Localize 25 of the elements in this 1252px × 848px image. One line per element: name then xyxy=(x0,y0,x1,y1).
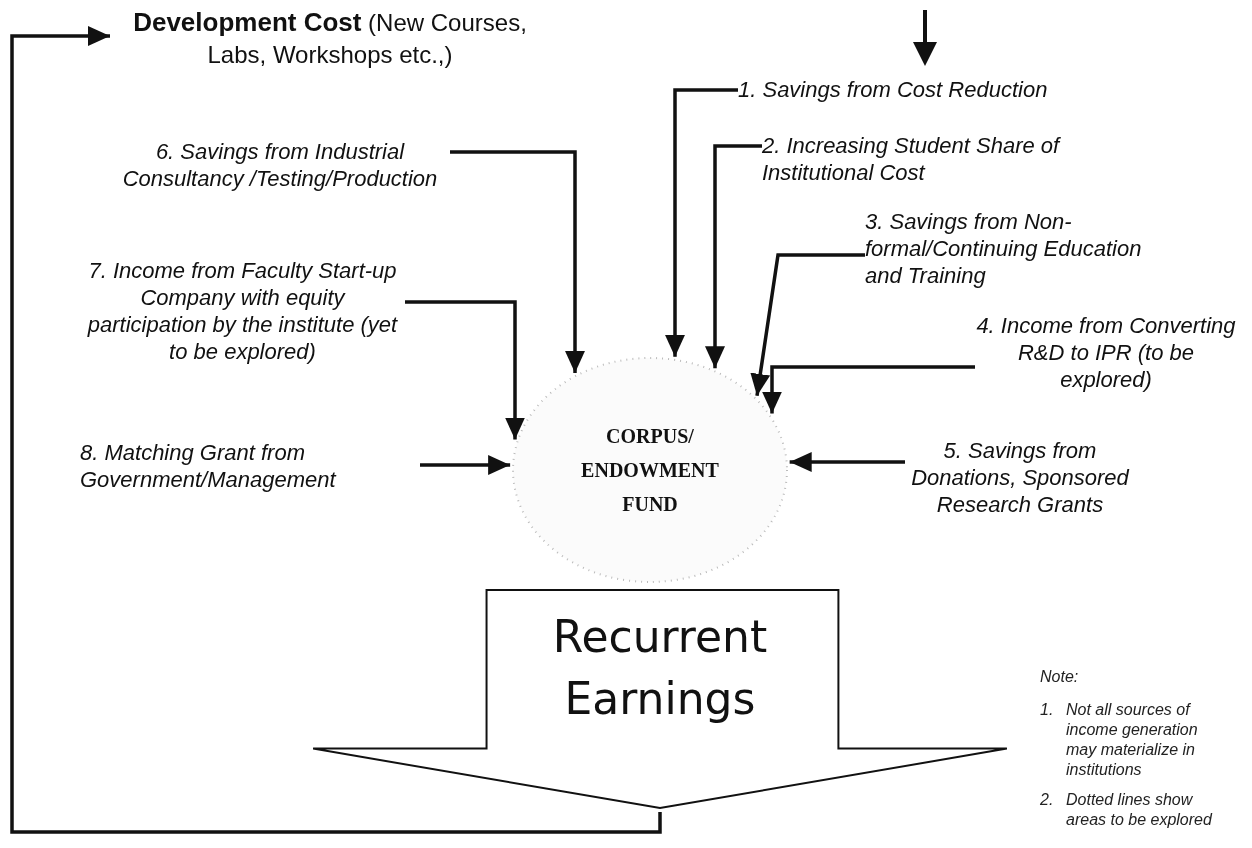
note-text: Dotted lines show areas to be explored xyxy=(1066,790,1214,830)
source-label: 8. Matching Grant from Government/Management xyxy=(80,439,338,493)
arrow xyxy=(789,452,905,472)
arrow xyxy=(665,88,738,357)
note-heading: Note: xyxy=(1040,668,1080,686)
arrow xyxy=(762,365,975,414)
source-label: 4. Income from Converting R&D to IPR (to be explored) xyxy=(975,312,1237,393)
arrow xyxy=(10,26,662,834)
arrow xyxy=(405,300,525,440)
note-text: Not all sources of income generation may materialize in institutions xyxy=(1066,700,1199,780)
arrow xyxy=(705,144,762,369)
arrow-label: Recurrent Earnings xyxy=(551,610,769,726)
source-label: 7. Income from Faculty Start-up Company with equity participation by the institute (yet to be explored) xyxy=(86,257,399,365)
source-label: 3. Savings from Non-formal/Continuing Education and Training xyxy=(865,208,1143,289)
note-number: 2. xyxy=(1040,790,1055,810)
arrow xyxy=(420,455,511,475)
source-label: 5. Savings from Donations, Sponsored Research Grants xyxy=(910,437,1131,518)
source-label: 1. Savings from Cost Reduction xyxy=(738,76,1049,103)
arrow xyxy=(750,253,865,397)
fund-label: CORPUS/ ENDOWMENT FUND xyxy=(580,424,720,517)
arrow xyxy=(450,150,585,373)
source-label: 2. Increasing Student Share of Institutional Cost xyxy=(762,132,1062,186)
note-number: 1. xyxy=(1040,700,1055,720)
node-label: Development Cost (New Courses, Labs, Workshops etc.,) xyxy=(132,6,528,70)
source-label: 6. Savings from Industrial Consultancy /Testing/Production xyxy=(121,138,439,192)
